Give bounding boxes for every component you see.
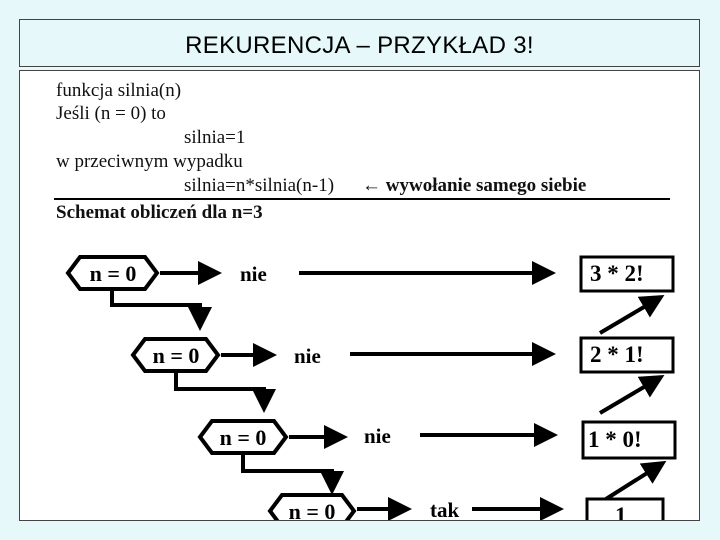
- result-box: [579, 255, 675, 293]
- answer-label: nie: [240, 262, 267, 286]
- code-line-if: Jeśli (n = 0) to: [56, 103, 166, 124]
- slide-content: funkcja silnia(n) Jeśli (n = 0) to silni…: [19, 70, 700, 521]
- answer-label: tak: [430, 498, 459, 521]
- schema-heading: Schemat obliczeń dla n=3: [56, 202, 263, 223]
- code-line-recursive-call: silnia=n*silnia(n-1): [184, 175, 335, 196]
- condition-hexagon: [267, 493, 357, 520]
- code-line-base-case: silnia=1: [184, 127, 246, 148]
- return-arrow: [604, 460, 667, 501]
- section-divider: [54, 198, 670, 200]
- result-box: [579, 336, 675, 374]
- condition-hexagon: [65, 255, 160, 291]
- condition-label: n = 0: [220, 425, 267, 450]
- result-label: 1 * 0!: [588, 427, 642, 452]
- title-bar: REKURENCJA – PRZYKŁAD 3!: [19, 19, 700, 67]
- recursion-connector: [241, 453, 344, 495]
- answer-label: nie: [294, 344, 321, 368]
- recursion-annotation: ← wywołanie samego siebie: [362, 175, 587, 196]
- condition-hexagon: [130, 337, 221, 373]
- result-label: 2 * 1!: [590, 342, 644, 367]
- recursion-connector: [174, 371, 276, 413]
- condition-label: n = 0: [153, 343, 200, 368]
- condition-label: n = 0: [90, 261, 137, 286]
- code-line-else: w przeciwnym wypadku: [56, 151, 243, 172]
- answer-label: nie: [364, 424, 391, 448]
- recursion-flow-diagram: n = 0 nie 3 * 2! n = 0 nie 2 * 1! n = 0 …: [65, 255, 677, 521]
- result-label: 3 * 2!: [590, 261, 644, 286]
- condition-label: n = 0: [289, 499, 336, 521]
- result-label: 1: [615, 503, 627, 521]
- code-line-function: funkcja silnia(n): [56, 80, 182, 101]
- recursion-connector: [110, 289, 212, 331]
- result-box: [585, 497, 665, 520]
- return-arrow: [598, 294, 665, 335]
- slide-title: REKURENCJA – PRZYKŁAD 3!: [185, 32, 534, 59]
- result-box: [581, 420, 677, 460]
- condition-hexagon: [197, 419, 289, 455]
- return-arrow: [598, 374, 665, 415]
